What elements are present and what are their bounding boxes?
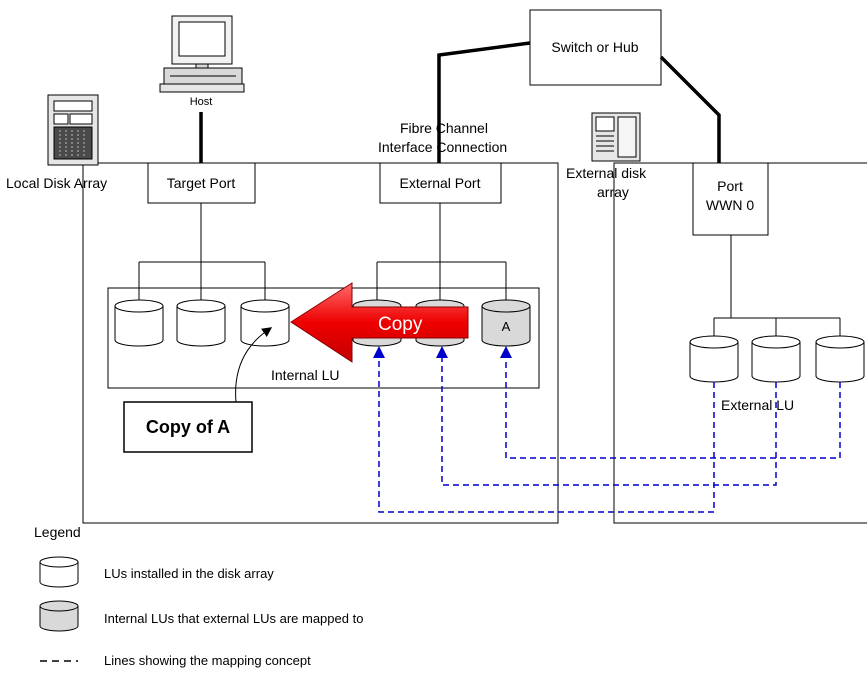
switch-or-hub-box — [529, 9, 662, 86]
fibre-channel-label-2: Interface Connection — [378, 139, 507, 155]
external-lu-disk — [815, 335, 865, 383]
external-lu-disk — [751, 335, 801, 383]
copy-of-a-pointer — [235, 327, 273, 403]
fibre-channel-connection-line — [437, 41, 531, 163]
external-lu-disk — [689, 335, 739, 383]
legend-item-text: LUs installed in the disk array — [104, 566, 274, 581]
mapping-lines — [373, 346, 841, 513]
external-disk-array-label-1: External disk — [566, 165, 647, 181]
switch-or-hub-label: Switch or Hub — [551, 39, 638, 55]
switch-to-port-line — [659, 55, 721, 163]
host-label: Host — [190, 96, 213, 108]
host-computer-icon — [159, 15, 245, 93]
legend-title: Legend — [34, 524, 81, 540]
external-disk-array-label-2: array — [597, 184, 629, 200]
external-disk-array-icon — [591, 112, 641, 162]
external-port-label: External Port — [400, 175, 481, 191]
wwn0-label: WWN 0 — [706, 197, 754, 213]
port-wwn0-box — [692, 162, 769, 236]
internal-lu-disk-copy-target — [240, 299, 290, 347]
internal-lu-disk — [114, 299, 164, 347]
mapping-line-2 — [436, 346, 777, 486]
fibre-channel-label-1: Fibre Channel — [400, 120, 488, 136]
target-port-box — [147, 162, 256, 204]
external-port-tree-lines-right — [713, 235, 841, 336]
external-port-tree-lines — [376, 203, 507, 300]
internal-lu-disk — [176, 299, 226, 347]
internal-lu-label: Internal LU — [271, 367, 339, 383]
legend-item-text: Lines showing the mapping concept — [104, 653, 311, 668]
copy-arrow-label: Copy — [378, 314, 423, 335]
local-disk-array-box — [82, 162, 559, 524]
legend-gray-cylinder-icon — [39, 600, 79, 632]
mapping-line-1 — [373, 346, 715, 513]
external-port-box — [379, 162, 502, 204]
lu-a-label: A — [502, 319, 511, 334]
external-lu-label: External LU — [721, 397, 794, 413]
legend-white-cylinder-icon — [39, 556, 79, 588]
mapping-line-3 — [500, 346, 841, 459]
legend-item-text: Internal LUs that external LUs are mappe… — [104, 611, 363, 626]
local-disk-array-label: Local Disk Array — [6, 175, 107, 191]
port-label: Port — [717, 178, 743, 194]
mapped-internal-lu-disk-a — [481, 299, 531, 347]
copy-of-a-label: Copy of A — [146, 417, 230, 437]
copy-arrow — [290, 282, 469, 363]
local-disk-array-icon — [47, 94, 99, 166]
target-port-label: Target Port — [167, 175, 236, 191]
target-port-tree-lines — [138, 203, 266, 300]
copy-of-a-box — [123, 401, 253, 453]
